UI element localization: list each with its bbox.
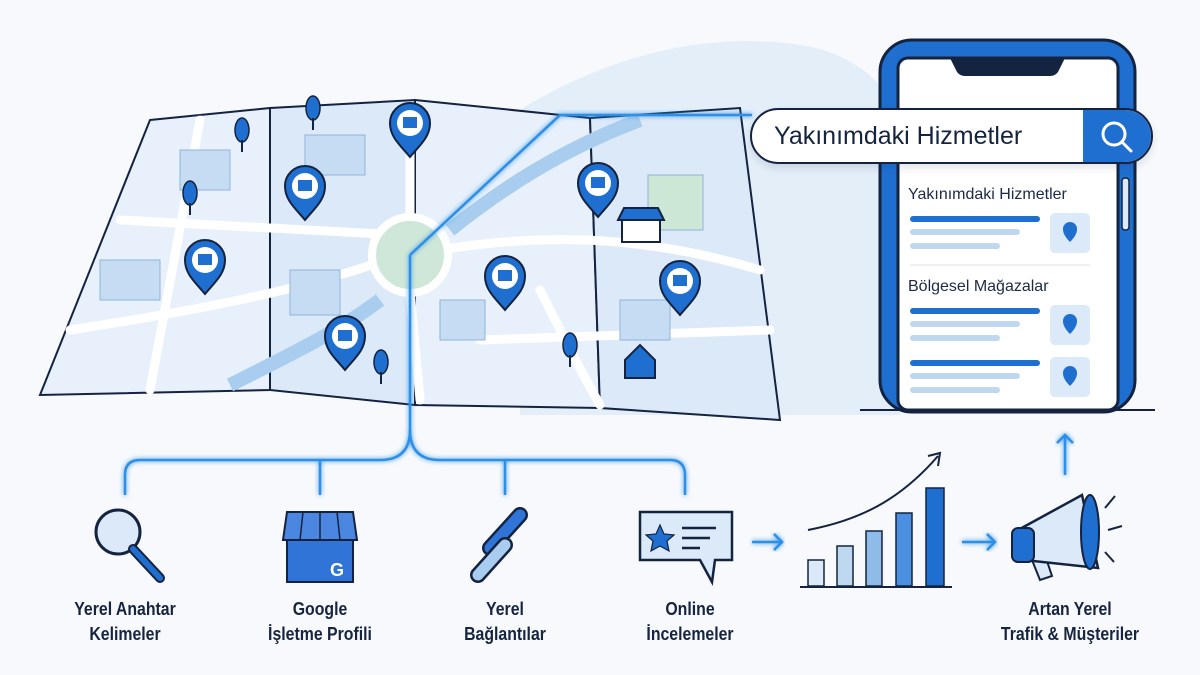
magnifier-icon: [94, 508, 165, 583]
map-pin-icon: [1050, 305, 1090, 345]
house-icon: [624, 343, 656, 379]
result-title[interactable]: Yakınımdaki Hizmetler: [908, 186, 1067, 203]
result-title[interactable]: Bölgesel Mağazalar: [908, 278, 1049, 295]
chain-link-icon: [470, 507, 528, 583]
map-pin-icon: [1050, 357, 1090, 397]
up-arrow-icon: [1056, 433, 1074, 475]
search-bar[interactable]: Yakınımdaki Hizmetler: [750, 108, 1153, 164]
megaphone-icon: [1011, 493, 1123, 582]
storefront-icon: G: [281, 511, 359, 583]
arrow-right-icon: [962, 533, 997, 551]
folded-map: [38, 95, 782, 422]
search-button[interactable]: [1083, 110, 1151, 162]
result-lines: [910, 216, 1090, 393]
shop-icon: [616, 207, 666, 243]
search-input[interactable]: Yakınımdaki Hizmetler: [774, 122, 1023, 150]
smartphone: [860, 38, 1155, 414]
svg-text:G: G: [330, 560, 344, 580]
search-icon: [1101, 121, 1133, 153]
arrow-right-icon: [752, 533, 784, 551]
connector-lines: [123, 113, 752, 495]
growth-chart-icon: [800, 451, 952, 588]
map-pin-icon: [1050, 213, 1090, 253]
review-bubble-icon: [638, 510, 734, 586]
